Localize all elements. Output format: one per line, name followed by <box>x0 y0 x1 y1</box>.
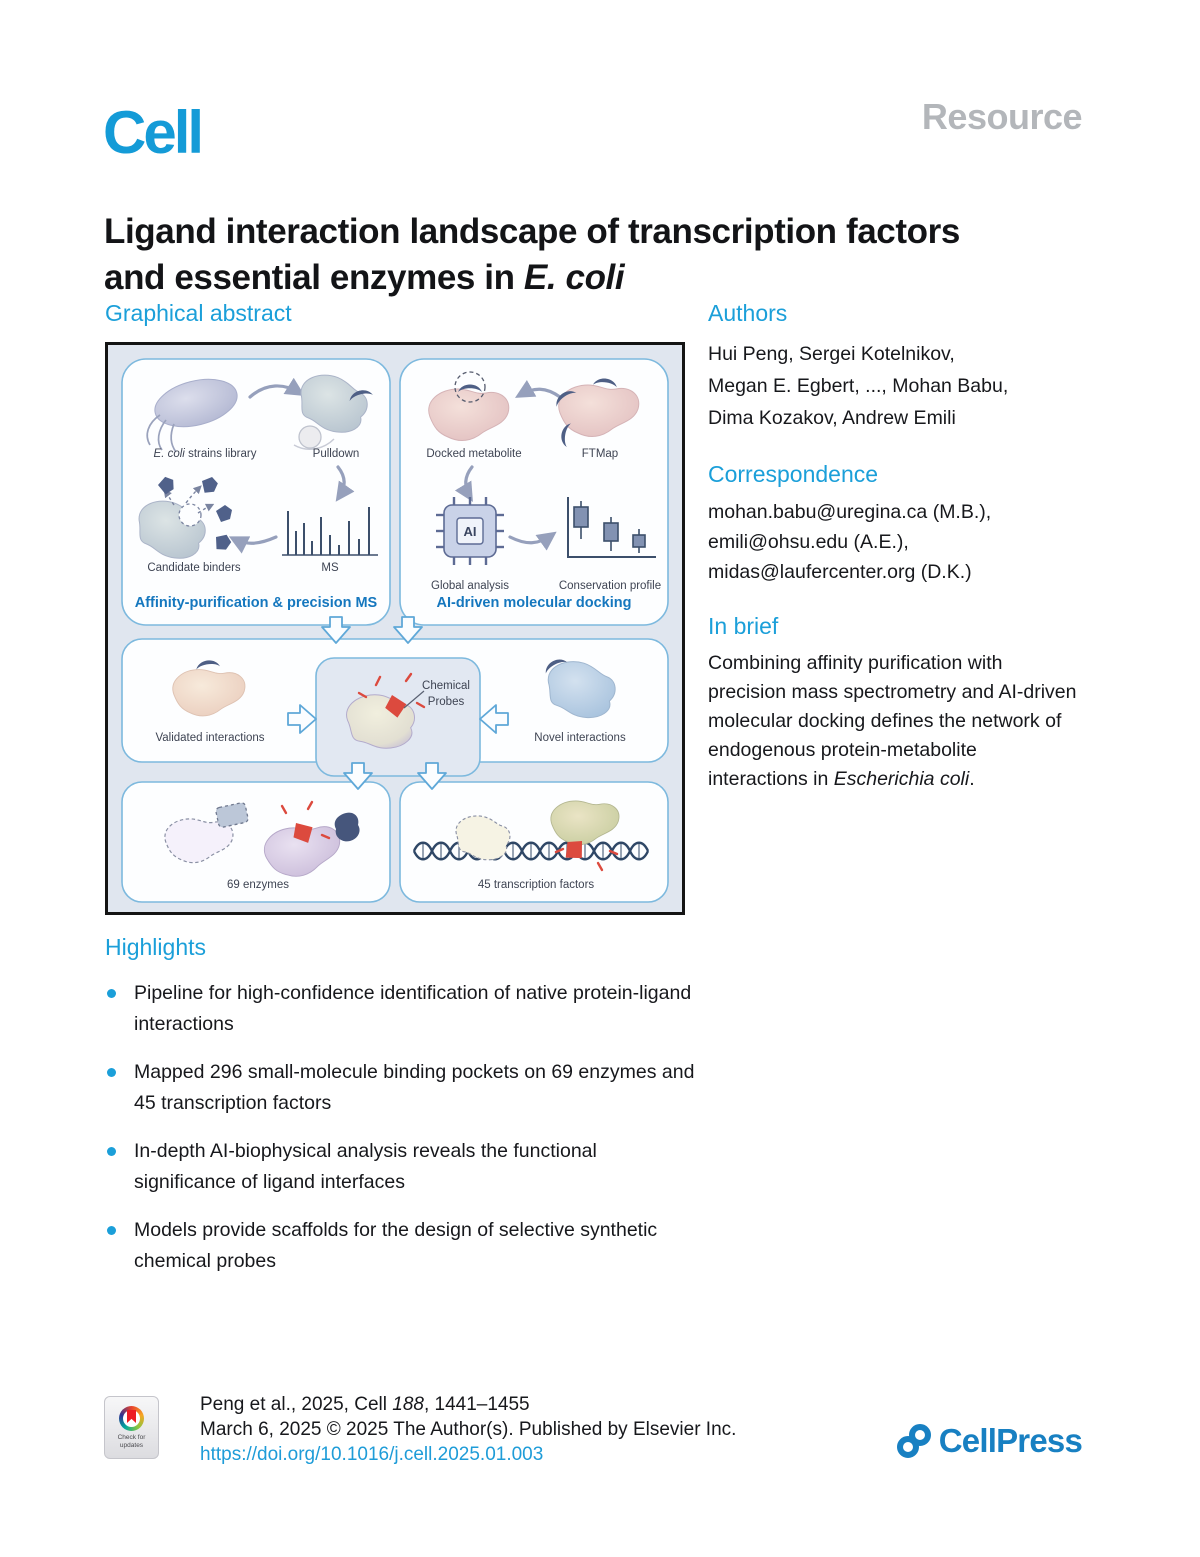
bullet-dot <box>107 1068 116 1077</box>
title-species-italic: E. coli <box>523 258 625 298</box>
enzymes-icon <box>164 800 360 877</box>
info-column: Authors Hui Peng, Sergei Kotelnikov, Meg… <box>708 300 1100 814</box>
arrow-ms-to-binders <box>228 535 278 554</box>
check-for-updates-icon <box>119 1406 144 1431</box>
ftmap-icon <box>556 378 640 447</box>
title-line1: Ligand interaction landscape of transcri… <box>104 212 960 252</box>
validated-interactions-label: Validated interactions <box>155 732 264 744</box>
affinity-panel-title: Affinity-purification & precision MS <box>135 595 378 611</box>
correspondence-email[interactable]: mohan.babu@uregina.ca (M.B.), <box>708 501 992 523</box>
correspondence-email[interactable]: midas@laufercenter.org (D.K.) <box>708 561 972 583</box>
tf-icons <box>455 800 620 872</box>
arrow-ftmap-to-docked <box>514 379 562 399</box>
in-brief-heading: In brief <box>708 613 779 639</box>
ms-spectrum-icon <box>282 507 378 556</box>
chemical-probes-label-line1: Chemical <box>422 680 470 692</box>
global-analysis-label: Global analysis <box>431 580 509 592</box>
highlight-text: Models provide scaffolds for the design … <box>134 1219 658 1272</box>
highlight-item: Models provide scaffolds for the design … <box>105 1215 697 1277</box>
citation-block: Peng et al., 2025, Cell 188, 1441–1455 M… <box>200 1392 736 1467</box>
arrow-pulldown-to-ms <box>335 465 355 502</box>
chemical-probes-icon <box>346 672 426 749</box>
authors-line: Megan E. Egbert, ..., Mohan Babu, <box>708 375 1009 397</box>
graphical-abstract-svg: E. coli strains library Pulldown <box>121 358 669 903</box>
cellpress-logo: CellPress <box>893 1420 1083 1462</box>
correspondence-list: mohan.babu@uregina.ca (M.B.), emili@ohsu… <box>708 497 1100 587</box>
arrow-docked-to-analysis <box>454 465 474 502</box>
graphical-abstract-heading: Graphical abstract <box>105 300 292 326</box>
highlight-text: Pipeline for high-confidence identificat… <box>134 982 692 1035</box>
highlight-text: In-depth AI-biophysical analysis reveals… <box>134 1140 597 1193</box>
ai-chip-icon: AI <box>436 497 504 565</box>
novel-interactions-label: Novel interactions <box>534 732 626 744</box>
docked-metabolite-icon <box>428 371 510 441</box>
highlight-item: Pipeline for high-confidence identificat… <box>105 978 697 1040</box>
docking-panel-title: AI-driven molecular docking <box>437 595 632 611</box>
cellpress-mark-icon <box>896 1424 931 1458</box>
copyright-line: March 6, 2025 © 2025 The Author(s). Publ… <box>200 1419 737 1440</box>
conservation-profile-label: Conservation profile <box>559 580 661 592</box>
validated-interactions-icon <box>172 660 246 717</box>
article-title: Ligand interaction landscape of transcri… <box>104 209 1114 301</box>
highlight-item: Mapped 296 small-molecule binding pocket… <box>105 1057 697 1119</box>
bullet-dot <box>107 1226 116 1235</box>
candidate-binders-icon <box>138 476 232 559</box>
tfs-label: 45 transcription factors <box>478 879 595 891</box>
enzymes-label: 69 enzymes <box>227 879 289 891</box>
citation-volume: 188 <box>392 1394 424 1415</box>
pulldown-icon <box>293 374 373 451</box>
highlights-section: Highlights Pipeline for high-confidence … <box>105 934 697 1277</box>
ms-label: MS <box>321 562 339 574</box>
authors-line: Hui Peng, Sergei Kotelnikov, <box>708 343 955 365</box>
in-brief-species-italic: Escherichia coli <box>833 768 970 790</box>
cell-journal-logo: Cell <box>103 99 204 166</box>
highlight-text: Mapped 296 small-molecule binding pocket… <box>134 1061 695 1114</box>
authors-line: Dima Kozakov, Andrew Emili <box>708 407 956 429</box>
authors-list: Hui Peng, Sergei Kotelnikov, Megan E. Eg… <box>708 338 1100 434</box>
cellpress-wordmark: CellPress <box>938 1422 1083 1459</box>
flow-arrows <box>287 616 509 790</box>
bullet-dot <box>107 1147 116 1156</box>
graphical-abstract-figure: E. coli strains library Pulldown <box>105 342 685 915</box>
ecoli-bacterium-icon <box>146 378 238 453</box>
bullet-dot <box>107 989 116 998</box>
doi-link[interactable]: https://doi.org/10.1016/j.cell.2025.01.0… <box>200 1444 544 1465</box>
highlight-item: In-depth AI-biophysical analysis reveals… <box>105 1136 697 1198</box>
authors-heading: Authors <box>708 300 788 326</box>
arrow-analysis-to-profile <box>508 531 557 551</box>
ecoli-library-label: E. coli strains library <box>154 448 257 460</box>
correspondence-heading: Correspondence <box>708 461 879 487</box>
docked-metabolite-label: Docked metabolite <box>426 448 521 460</box>
arrow-library-to-pulldown <box>248 377 305 399</box>
highlights-heading: Highlights <box>105 934 206 960</box>
chemical-probes-label-line2: Probes <box>428 696 465 708</box>
conservation-profile-icon <box>567 497 656 558</box>
correspondence-email[interactable]: emili@ohsu.edu (A.E.), <box>708 531 909 553</box>
ftmap-label: FTMap <box>582 448 618 460</box>
pulldown-label: Pulldown <box>313 448 360 460</box>
enzymes-panel <box>121 781 391 903</box>
ai-chip-label: AI <box>464 524 477 539</box>
candidate-binders-label: Candidate binders <box>147 562 241 574</box>
article-type-label: Resource <box>921 96 1083 137</box>
citation-line: Peng et al., 2025, Cell 188, 1441–1455 <box>200 1394 530 1415</box>
in-brief-text: Combining affinity purification with pre… <box>708 652 1077 790</box>
title-line2: and essential enzymes in <box>104 258 524 298</box>
novel-interactions-icon <box>545 659 616 718</box>
